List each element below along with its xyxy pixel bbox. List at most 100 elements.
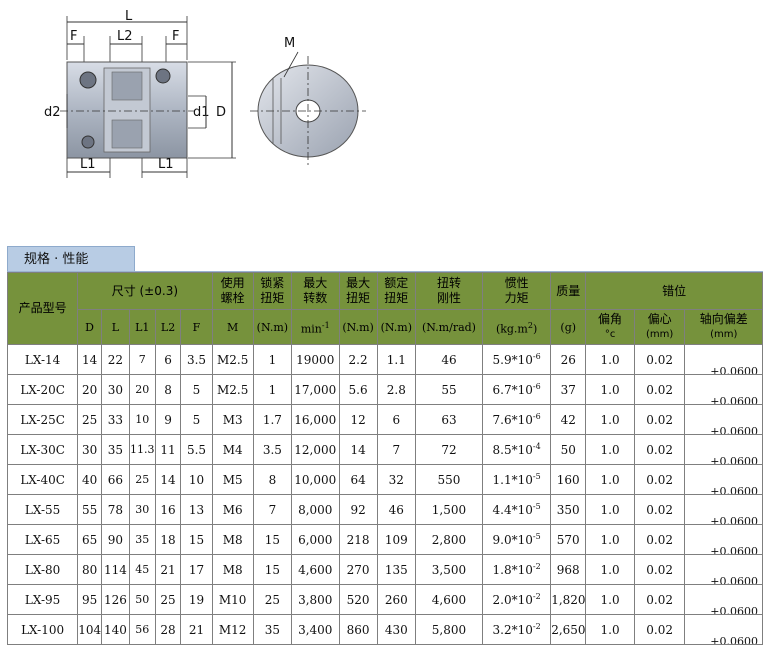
cell-lock: 1 <box>252 374 293 405</box>
col-misalign-header: 错位 <box>585 272 763 310</box>
cell-maxt: 270 <box>338 554 378 585</box>
cell-l1: 45 <box>128 554 156 585</box>
axial-value: +0.0600 <box>710 365 758 375</box>
cell-f: 15 <box>180 524 213 555</box>
cell-angle: 1.0 <box>585 464 635 495</box>
cell-bolt: M2.5 <box>211 374 254 405</box>
inertia-exponent: -2 <box>532 592 541 601</box>
cell-f: 17 <box>180 554 213 585</box>
coupling-drawing: L F L2 F d2 d1 D L1 L1 M <box>44 9 366 178</box>
cell-speed: 4,600 <box>291 554 340 585</box>
cell-bolt: M8 <box>211 554 254 585</box>
inertia-exponent: -2 <box>532 622 541 631</box>
cell-ecc: 0.02 <box>633 524 686 555</box>
inertia-base: 6.7*10 <box>492 383 533 397</box>
cell-axial: +0.0600 <box>684 464 763 495</box>
cell-l1: 7 <box>128 344 156 375</box>
cell-l1: 50 <box>128 584 156 615</box>
cell-speed: 17,000 <box>291 374 340 405</box>
dim-F-left-label: F <box>70 29 77 44</box>
cell-inertia: 6.7*10-6 <box>482 374 552 405</box>
cell-axial: +0.0600 <box>684 554 763 585</box>
cell-angle: 1.0 <box>585 584 635 615</box>
sub-L2: L2 <box>154 309 182 345</box>
dim-D-label: D <box>216 105 226 120</box>
cell-maxt: 14 <box>338 434 378 465</box>
cell-stiff: 550 <box>414 464 484 495</box>
cell-angle: 1.0 <box>585 404 635 435</box>
cell-l: 33 <box>100 404 130 435</box>
axial-value: +0.0600 <box>710 605 758 615</box>
inertia-base: 1.8*10 <box>492 563 533 577</box>
sub-eccentric: 偏心(mm) <box>633 309 686 345</box>
cell-l2: 8 <box>154 374 182 405</box>
cell-inertia: 8.5*10-4 <box>482 434 552 465</box>
spec-section-tab[interactable]: 规格 · 性能 <box>7 246 135 272</box>
inertia-exponent: -4 <box>532 442 541 451</box>
cell-model: LX-30C <box>6 434 79 465</box>
spec-table: 产品型号 尺寸 (±0.3) 使用 螺栓 锁紧 扭矩 最大 转数 最大 扭矩 额… <box>6 272 763 645</box>
col-max-speed-header: 最大 转数 <box>291 272 340 310</box>
cell-d: 80 <box>77 554 102 585</box>
cell-mass: 50 <box>550 434 587 465</box>
axial-value: +0.0600 <box>710 545 758 555</box>
cell-inertia: 7.6*10-6 <box>482 404 552 435</box>
cell-mass: 968 <box>550 554 587 585</box>
cell-rated: 6 <box>376 404 416 435</box>
sub-L: L <box>100 309 130 345</box>
cell-model: LX-55 <box>6 494 79 525</box>
cell-mass: 37 <box>550 374 587 405</box>
cell-bolt: M4 <box>211 434 254 465</box>
cell-speed: 3,800 <box>291 584 340 615</box>
cell-f: 5.5 <box>180 434 213 465</box>
sub-bolt-unit: M <box>211 309 254 345</box>
cell-mass: 350 <box>550 494 587 525</box>
cell-lock: 1.7 <box>252 404 293 435</box>
cell-l1: 20 <box>128 374 156 405</box>
cell-l1: 56 <box>128 614 156 645</box>
cell-mass: 1,820 <box>550 584 587 615</box>
cell-f: 3.5 <box>180 344 213 375</box>
axial-value: +0.0600 <box>710 455 758 465</box>
cell-axial: +0.0600 <box>684 404 763 435</box>
cell-d: 14 <box>77 344 102 375</box>
cell-axial: +0.0600 <box>684 434 763 465</box>
cell-rated: 46 <box>376 494 416 525</box>
cell-bolt: M5 <box>211 464 254 495</box>
cell-inertia: 1.8*10-2 <box>482 554 552 585</box>
cell-inertia: 1.1*10-5 <box>482 464 552 495</box>
cell-ecc: 0.02 <box>633 434 686 465</box>
cell-model: LX-25C <box>6 404 79 435</box>
cell-rated: 1.1 <box>376 344 416 375</box>
cell-ecc: 0.02 <box>633 494 686 525</box>
dim-L2-label: L2 <box>117 29 133 44</box>
cell-lock: 25 <box>252 584 293 615</box>
angle-label: 偏角 <box>598 312 623 326</box>
cell-d: 55 <box>77 494 102 525</box>
inertia-base: 2.0*10 <box>492 593 533 607</box>
inertia-base: 8.5*10 <box>492 443 533 457</box>
cell-speed: 10,000 <box>291 464 340 495</box>
tab-divider <box>7 271 763 272</box>
eccentric-label: 偏心 <box>647 312 672 326</box>
cell-model: LX-14 <box>6 344 79 375</box>
dim-M-label: M <box>284 36 295 51</box>
cell-angle: 1.0 <box>585 494 635 525</box>
cell-axial: +0.0600 <box>684 374 763 405</box>
sub-D: D <box>77 309 102 345</box>
cell-d: 40 <box>77 464 102 495</box>
cell-maxt: 5.6 <box>338 374 378 405</box>
cell-model: LX-20C <box>6 374 79 405</box>
cell-maxt: 64 <box>338 464 378 495</box>
cell-speed: 16,000 <box>291 404 340 435</box>
sub-mass-unit: (g) <box>550 309 587 345</box>
cell-f: 19 <box>180 584 213 615</box>
cell-l2: 25 <box>154 584 182 615</box>
sub-maxtorque-unit: (N.m) <box>338 309 378 345</box>
cell-inertia: 2.0*10-2 <box>482 584 552 615</box>
